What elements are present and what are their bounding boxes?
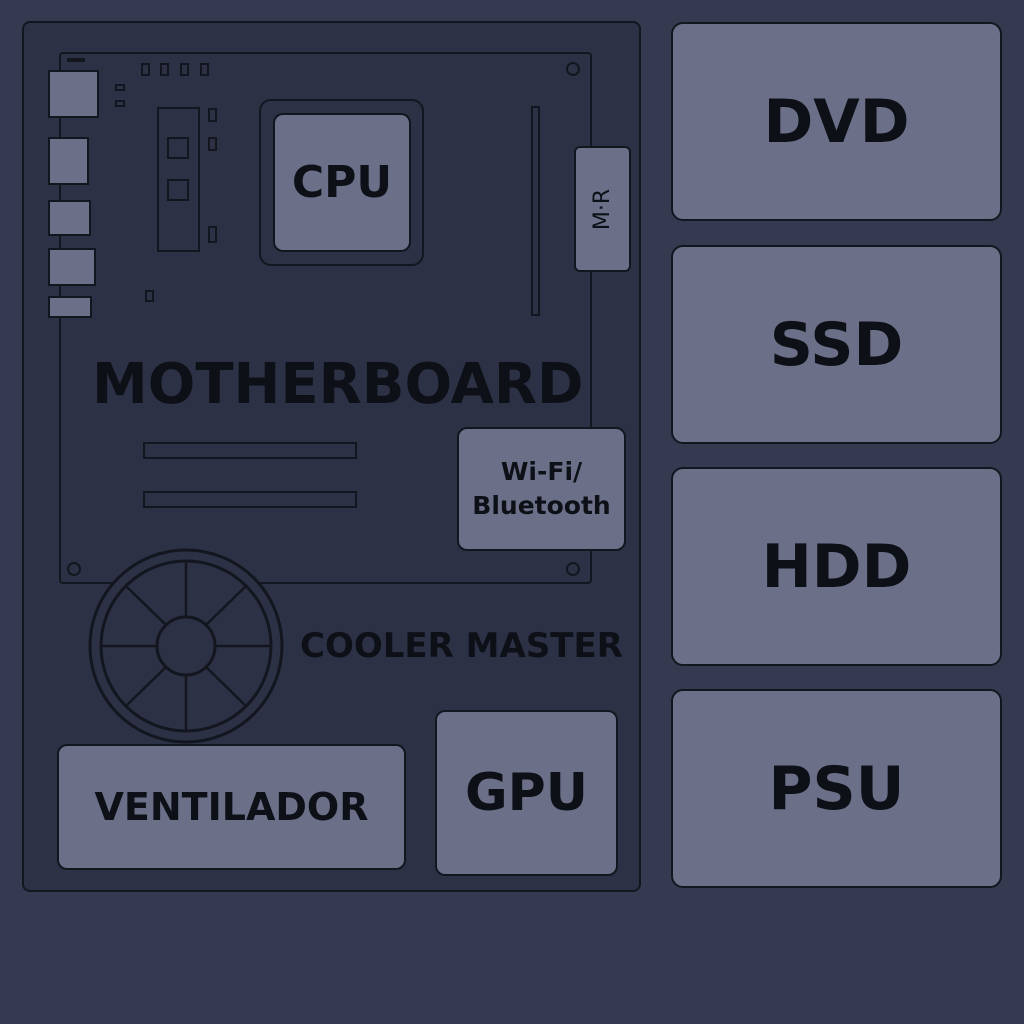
io-port bbox=[48, 296, 92, 318]
cpu-socket bbox=[259, 99, 424, 266]
cooler-fan-icon bbox=[88, 548, 284, 744]
capacitor bbox=[208, 226, 217, 243]
wifi-bluetooth-card: Wi-Fi/ Bluetooth bbox=[457, 427, 626, 551]
capacitor bbox=[145, 290, 154, 302]
header-pin bbox=[160, 63, 169, 76]
capacitor bbox=[208, 137, 217, 151]
io-port bbox=[48, 248, 96, 286]
header-pin bbox=[180, 63, 189, 76]
ram-slot bbox=[157, 107, 200, 252]
m2-module: M·R bbox=[574, 146, 631, 272]
psu-label: PSU bbox=[768, 753, 905, 824]
gpu-label: GPU bbox=[464, 763, 589, 823]
io-port bbox=[48, 70, 99, 118]
pcie-slot bbox=[143, 442, 357, 459]
fan-unit: VENTILADOR bbox=[57, 744, 406, 870]
capacitor bbox=[208, 108, 217, 122]
dvd-drive: DVD bbox=[671, 22, 1002, 221]
motherboard-board bbox=[59, 52, 592, 584]
wifi-label-line1: Wi-Fi/ bbox=[500, 457, 583, 486]
io-port bbox=[48, 137, 89, 185]
screw-hole bbox=[67, 562, 81, 576]
cooler-label: COOLER MASTER bbox=[300, 626, 623, 666]
io-port-tab bbox=[67, 58, 85, 62]
pcie-slot bbox=[143, 491, 357, 508]
motherboard-label: MOTHERBOARD bbox=[92, 352, 584, 417]
gpu-card: GPU bbox=[435, 710, 618, 876]
header-pin bbox=[115, 100, 125, 107]
fan-label: VENTILADOR bbox=[94, 785, 369, 829]
hdd-label: HDD bbox=[761, 531, 912, 602]
io-port bbox=[48, 200, 91, 236]
screw-hole bbox=[566, 562, 580, 576]
header-pin bbox=[141, 63, 150, 76]
psu-unit: PSU bbox=[671, 689, 1002, 888]
dvd-label: DVD bbox=[763, 86, 910, 157]
wifi-label-line2: Bluetooth bbox=[472, 491, 611, 520]
header-pin bbox=[115, 84, 125, 91]
cpu-chip: CPU bbox=[273, 113, 411, 252]
ssd-drive: SSD bbox=[671, 245, 1002, 444]
hdd-drive: HDD bbox=[671, 467, 1002, 666]
header-pin bbox=[200, 63, 209, 76]
ram-chip bbox=[167, 179, 189, 201]
vertical-slot bbox=[531, 106, 540, 316]
ssd-label: SSD bbox=[769, 309, 904, 380]
screw-hole bbox=[566, 62, 580, 76]
ram-chip bbox=[167, 137, 189, 159]
cpu-label: CPU bbox=[291, 157, 393, 208]
